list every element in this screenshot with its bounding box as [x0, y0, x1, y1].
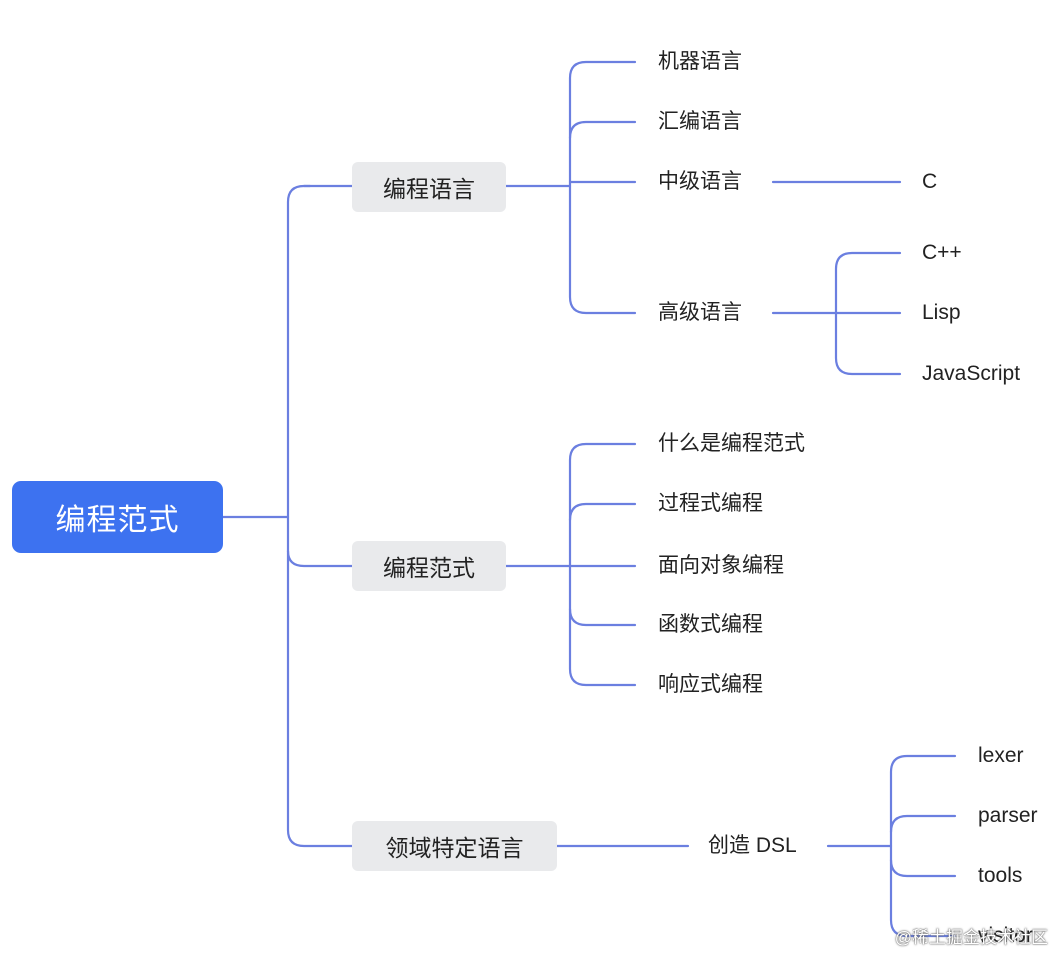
leaf-what-is-paradigm[interactable]: 什么是编程范式: [654, 432, 809, 456]
leaf-lisp[interactable]: Lisp: [922, 301, 961, 324]
leaf-machine-language[interactable]: 机器语言: [654, 50, 746, 74]
leaf-mid-level-language[interactable]: 中级语言: [654, 170, 746, 194]
connector-para-spine: [568, 442, 637, 687]
leaf-visitor[interactable]: visitor: [978, 924, 1033, 947]
connector-parser: [889, 814, 957, 834]
leaf-javascript[interactable]: JavaScript: [922, 362, 1021, 385]
leaf-c[interactable]: C: [922, 170, 938, 193]
leaf-parser[interactable]: parser: [978, 804, 1038, 827]
connector-branch-2: [286, 549, 354, 568]
connector-para-2: [568, 502, 637, 522]
leaf-high-level-language[interactable]: 高级语言: [654, 301, 746, 325]
leaf-procedural[interactable]: 过程式编程: [654, 492, 767, 516]
leaf-lexer[interactable]: lexer: [978, 744, 1024, 767]
connector-trunk: [286, 184, 354, 848]
connector-lang-2: [568, 120, 637, 140]
branch-node-dsl[interactable]: 领域特定语言: [352, 821, 557, 871]
connector-lang-spine: [568, 60, 637, 315]
leaf-cpp[interactable]: C++: [922, 241, 962, 264]
branch-node-programming-paradigms[interactable]: 编程范式: [352, 541, 506, 591]
leaf-oop[interactable]: 面向对象编程: [654, 554, 788, 578]
leaf-tools[interactable]: tools: [978, 864, 1023, 887]
leaf-reactive[interactable]: 响应式编程: [654, 673, 767, 697]
leaf-functional[interactable]: 函数式编程: [654, 613, 767, 637]
connector-tools: [889, 858, 957, 878]
connector-dsl-spine: [889, 754, 957, 938]
connector-para-4: [568, 607, 637, 627]
leaf-assembly-language[interactable]: 汇编语言: [654, 110, 746, 134]
watermark-text: @稀土掘金技术社区: [894, 928, 1048, 947]
root-node[interactable]: 编程范式: [12, 481, 223, 553]
branch-node-programming-languages[interactable]: 编程语言: [352, 162, 506, 212]
leaf-create-dsl[interactable]: 创造 DSL: [704, 834, 801, 858]
